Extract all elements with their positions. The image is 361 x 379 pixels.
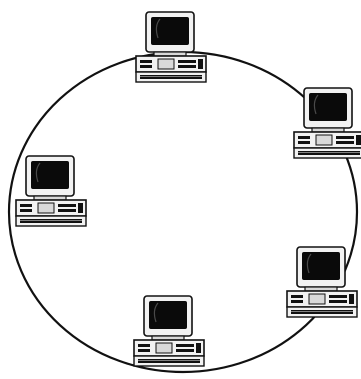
computer-node-upper-right	[293, 87, 361, 159]
computer-icon	[293, 87, 361, 159]
